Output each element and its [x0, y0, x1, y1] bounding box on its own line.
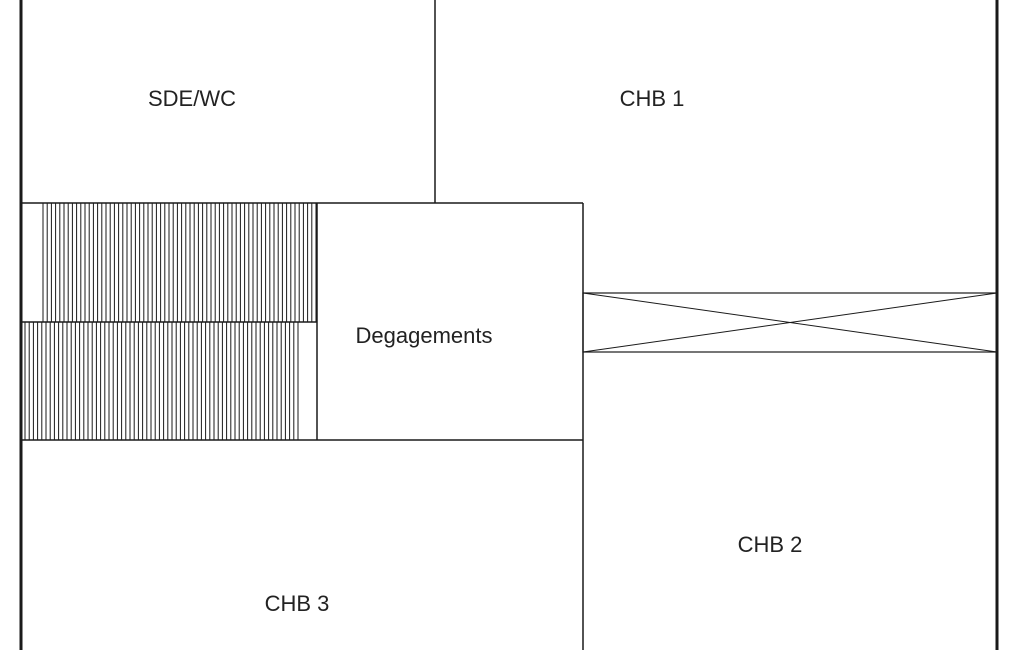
room-label-degagements: Degagements — [356, 323, 493, 348]
room-label-chb1: CHB 1 — [620, 86, 685, 111]
room-label-sde-wc: SDE/WC — [148, 86, 236, 111]
staircase-lower-flight — [24, 322, 299, 440]
void-cross-b — [582, 292, 998, 353]
staircase-upper-flight — [42, 203, 317, 322]
room-label-chb2: CHB 2 — [738, 532, 803, 557]
void-opening — [582, 292, 998, 353]
room-label-chb3: CHB 3 — [265, 591, 330, 616]
